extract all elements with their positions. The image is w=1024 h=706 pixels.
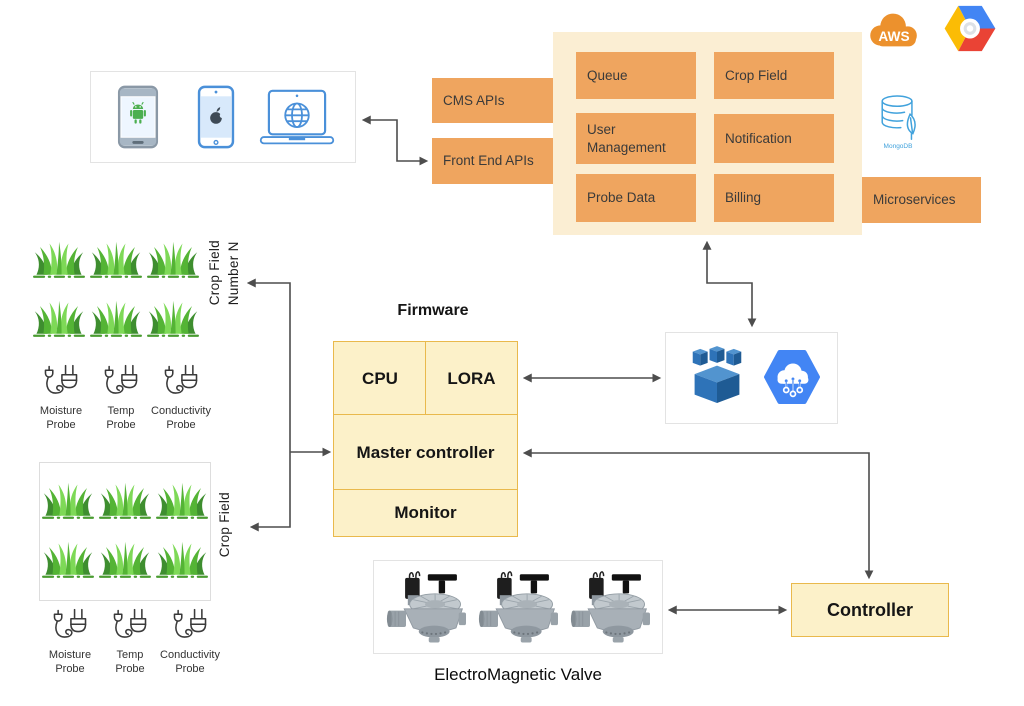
probe-icon	[49, 606, 91, 648]
arrow-devices-frontend	[361, 115, 429, 166]
valve-icon	[386, 567, 466, 647]
arrow-fields-trunk	[246, 278, 291, 532]
probe-icon	[160, 362, 202, 404]
valve-icon	[478, 567, 558, 647]
firmware-cpu-cell: CPU	[333, 341, 427, 416]
service-box-crop-field: Crop Field	[714, 52, 834, 99]
firmware-monitor-cell: Monitor	[333, 489, 518, 537]
grass-icon	[147, 298, 199, 340]
microservices-box: Microservices	[862, 177, 981, 223]
probe-item: Moisture Probe	[31, 362, 91, 433]
grass-icon	[147, 239, 199, 281]
grass-icon	[33, 298, 85, 340]
service-box-user-management: User Management	[576, 113, 696, 164]
valve-box	[373, 560, 663, 654]
service-box-billing: Billing	[714, 174, 834, 222]
arrow-master-controller	[522, 448, 874, 580]
arrow-panel-iot	[702, 240, 757, 328]
aws-logo-text: AWS	[878, 29, 909, 44]
firmware-master-controller-cell: Master controller	[333, 414, 518, 491]
probe-item: Conductivity Probe	[151, 362, 211, 433]
probe-icon	[40, 362, 82, 404]
services-panel: Queue Crop Field User Management Notific…	[553, 32, 862, 235]
service-box-notification: Notification	[714, 114, 834, 163]
probe-label: Moisture Probe	[48, 649, 92, 675]
grass-icon	[156, 480, 208, 522]
probe-item: Temp Probe	[91, 362, 151, 433]
grass-icon	[99, 480, 151, 522]
google-cloud-logo	[941, 2, 999, 55]
laptop-globe-icon	[253, 89, 341, 147]
probe-group-top: Moisture Probe Temp Probe Conductivity P…	[31, 362, 211, 433]
probe-item: Conductivity Probe	[160, 606, 220, 677]
grass-icon	[90, 298, 142, 340]
frontend-apis-box: Front End APIs	[432, 138, 554, 184]
crop-field-label: Crop Field	[217, 492, 232, 558]
firmware-lora-cell: LORA	[425, 341, 518, 416]
grass-icon	[42, 539, 94, 581]
firmware-title: Firmware	[397, 302, 469, 319]
probe-item: Temp Probe	[100, 606, 160, 677]
probe-icon	[109, 606, 151, 648]
probe-label: Temp Probe	[115, 649, 145, 675]
valve-caption: ElectroMagnetic Valve	[434, 665, 602, 684]
cms-apis-box: CMS APIs	[432, 78, 554, 123]
mongodb-icon	[871, 90, 925, 142]
devices-box	[90, 71, 356, 163]
android-phone-icon	[117, 85, 159, 149]
grass-icon	[99, 539, 151, 581]
grass-icon	[156, 539, 208, 581]
probe-group-bottom: Moisture Probe Temp Probe Conductivity P…	[40, 606, 220, 677]
iot-gateway-box	[665, 332, 838, 424]
crop-field-grass	[42, 480, 208, 581]
mongodb-label: MongoDB	[883, 143, 913, 150]
probe-item: Moisture Probe	[40, 606, 100, 677]
probe-icon	[169, 606, 211, 648]
probe-icon	[100, 362, 142, 404]
iphone-icon	[197, 85, 235, 149]
aws-cloud-logo: AWS	[864, 9, 924, 51]
greengrass-icon	[689, 344, 745, 406]
controller-box: Controller	[791, 583, 949, 637]
probe-label: Conductivity Probe	[151, 405, 211, 431]
probe-label: Conductivity Probe	[160, 649, 220, 675]
crop-field-n-grass	[33, 239, 199, 340]
grass-icon	[33, 239, 85, 281]
cloud-iot-core-icon	[761, 349, 823, 405]
service-box-probe-data: Probe Data	[576, 174, 696, 222]
service-box-queue: Queue	[576, 52, 696, 99]
grass-icon	[90, 239, 142, 281]
probe-label: Moisture Probe	[39, 405, 83, 431]
valve-icon	[570, 567, 650, 647]
crop-field-n-label: Crop Field Number N	[207, 240, 241, 306]
probe-label: Temp Probe	[106, 405, 136, 431]
grass-icon	[42, 480, 94, 522]
